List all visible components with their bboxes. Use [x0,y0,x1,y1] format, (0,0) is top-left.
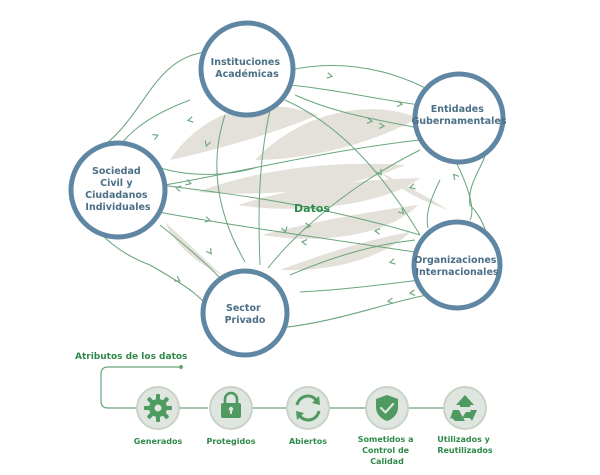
node-sector-privado: Sector Privado [200,268,290,358]
attribute-ring [286,386,330,430]
node-circle [68,140,168,240]
flow-line [159,184,421,236]
flow-line [426,179,441,229]
flow-line [289,84,421,106]
node-label: Sector Privado [225,303,266,326]
lens-region [280,232,410,271]
attributes-section: Atributos de los datos Generados [75,352,493,466]
attribute-ring [443,386,487,430]
flow-line [299,279,421,293]
attributes-connector [100,366,444,409]
center-label: Datos [294,202,330,215]
flow-arrow [326,72,334,79]
node-label: Organizaciones Internacionales [414,255,500,278]
node-label-line: Sector [226,303,261,314]
node-circle [411,219,503,311]
attribute-label-line: Protegidos [206,437,255,446]
attribute-label: Utilizados y Reutilizados [437,435,493,455]
node-label-line: Individuales [85,202,150,213]
flow-line [159,224,221,279]
attribute-label-line: Abiertos [289,437,327,446]
flow-line [159,167,256,175]
flow-line [258,109,271,266]
node-label-line: Civil y [100,178,133,189]
recycle-icon [450,395,477,421]
node-circle [198,20,296,118]
flow-line [216,114,246,263]
attribute-abiertos: Abiertos [286,386,330,446]
node-sociedad-civil: Sociedad Civil y Ciudadanos Individuales [68,140,168,240]
flow-arrow [388,258,396,265]
flow-arrow [408,183,416,190]
attribute-label-line: Utilizados y [437,435,490,444]
gear-icon [144,394,172,422]
attribute-label: Abiertos [289,437,327,446]
node-label-line: Organizaciones [414,255,497,266]
lock-icon [221,391,241,418]
attribute-protegidos: Protegidos [206,386,256,446]
node-organizaciones-internacionales: Organizaciones Internacionales [411,219,503,311]
shield-check-icon [376,395,398,421]
node-label-line: Instituciones [211,57,281,68]
node-label-line: Privado [225,315,266,326]
flow-line [294,94,419,129]
flow-arrow [452,173,460,181]
stakeholder-nodes: Instituciones Académicas Entidades Guber… [68,20,507,358]
node-label: Entidades Gubernamentales [411,104,506,127]
node-label-line: Entidades [431,104,485,115]
node-entidades-gubernamentales: Entidades Gubernamentales [411,71,507,165]
attribute-label-line: Generados [134,437,183,446]
node-label-line: Ciudadanos [85,190,148,201]
flow-line [157,211,416,253]
attribute-label: Generados [134,437,183,446]
attribute-label-line: Calidad [370,457,404,466]
node-label: Instituciones Académicas [211,57,284,80]
attribute-reutilizados: Utilizados y Reutilizados [437,386,493,455]
attribute-label-line: Sometidos a [358,435,414,444]
flow-arrow [281,226,288,234]
flow-arrow [186,116,194,123]
node-label-line: Académicas [215,69,279,80]
flow-line [164,139,421,186]
lens-region [198,163,405,194]
node-instituciones-academicas: Instituciones Académicas [198,20,296,118]
sync-icon [295,394,321,422]
lens-regions [165,106,448,275]
flow-arrow [300,239,308,246]
attribute-label-line: Reutilizados [437,446,493,455]
lens-region [255,109,418,160]
lens-region [165,222,222,275]
attributes-title: Atributos de los datos [75,352,187,362]
node-circle [412,71,506,165]
flow-arrow [373,228,381,235]
flow-arrow [408,289,416,296]
attribute-control-calidad: Sometidos a Control de Calidad [358,386,417,466]
flow-line [289,239,416,276]
flow-line [267,149,421,269]
node-label-line: Internacionales [415,267,498,278]
lens-region [238,178,420,209]
node-circle [200,268,290,358]
flow-line [454,159,473,221]
flow-arrow [152,134,159,141]
attribute-label: Protegidos [206,437,255,446]
flow-arrow [386,297,394,305]
attribute-label-line: Control de [362,446,410,455]
node-label-line: Sociedad [92,166,141,177]
node-label-line: Gubernamentales [411,116,506,127]
flow-arrow [396,100,404,108]
attribute-label: Sometidos a Control de Calidad [358,435,417,466]
lens-region [262,205,418,239]
attribute-generados: Generados [134,386,183,446]
flow-arrow [205,248,212,255]
node-label: Sociedad Civil y Ciudadanos Individuales [85,166,151,213]
